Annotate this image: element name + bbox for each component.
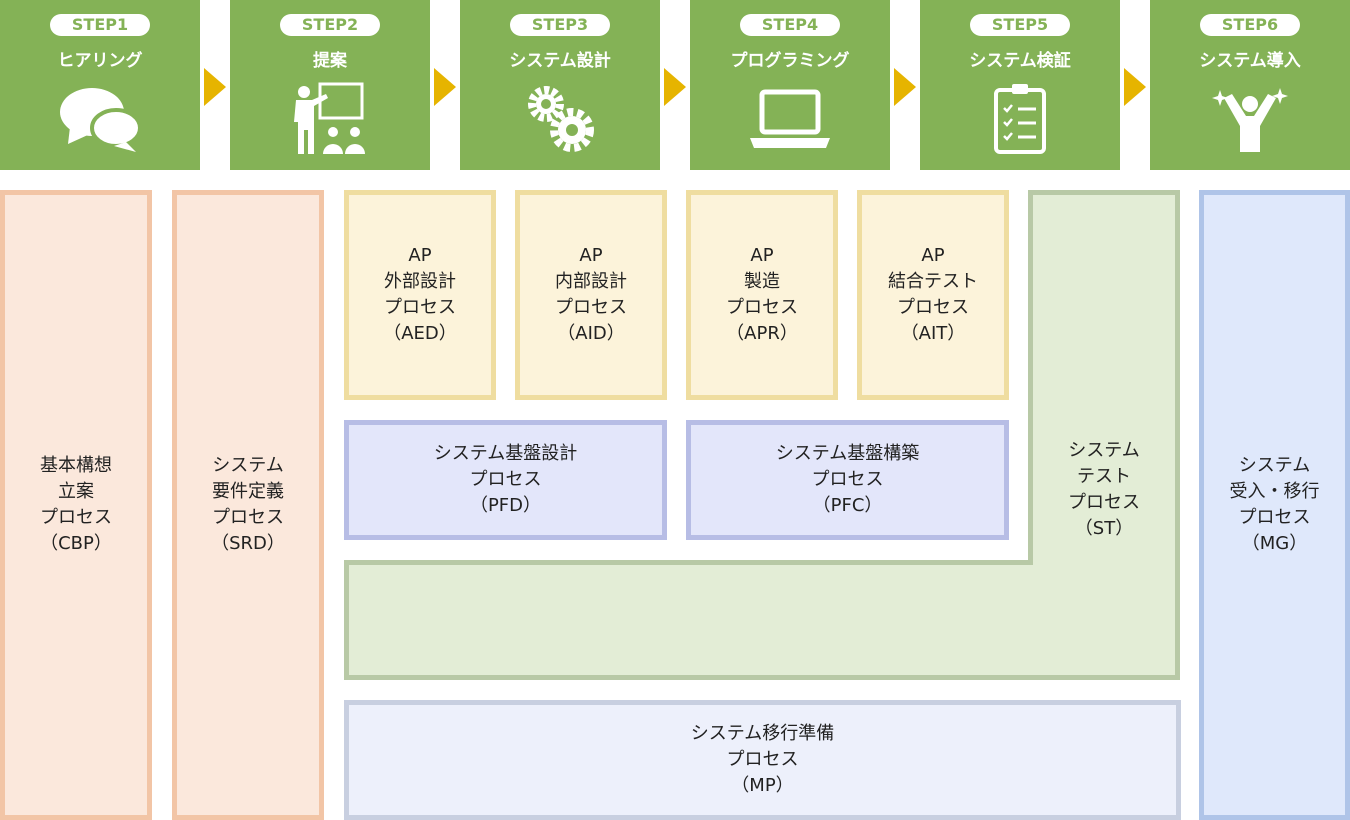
process-mp: システム移行準備 プロセス （MP） [344, 700, 1181, 820]
process-cbp: 基本構想 立案 プロセス （CBP） [0, 190, 152, 820]
step-badge: STEP3 [510, 14, 610, 36]
process-srd: システム 要件定義 プロセス （SRD） [172, 190, 324, 820]
step-6: STEP6 システム導入 [1150, 0, 1350, 170]
process-pfc: システム基盤構築 プロセス （PFC） [686, 420, 1009, 540]
step-title: 提案 [313, 51, 347, 71]
step-title: システム導入 [1199, 51, 1301, 71]
celebration-icon [1212, 88, 1288, 152]
process-st: システム テスト プロセス （ST） [1068, 440, 1140, 539]
process-aed: AP 外部設計 プロセス （AED） [344, 190, 496, 400]
gears-icon [528, 86, 594, 152]
step-2: STEP2 提案 [230, 0, 430, 170]
arrow-icon [664, 68, 686, 106]
presentation-icon [294, 82, 365, 154]
arrow-icon [1124, 68, 1146, 106]
step-badge: STEP2 [280, 14, 380, 36]
process-st-shape [344, 190, 1180, 680]
step-title: ヒアリング [57, 51, 143, 71]
arrow-icon [204, 68, 226, 106]
arrow-icon [434, 68, 456, 106]
checklist-icon [994, 84, 1046, 154]
step-badge: STEP4 [740, 14, 840, 36]
step-title: システム検証 [969, 51, 1071, 71]
step-badge: STEP6 [1200, 14, 1300, 36]
step-badge: STEP5 [970, 14, 1070, 36]
step-title: システム設計 [509, 51, 611, 71]
chat-bubbles-icon [60, 88, 140, 152]
step-badge: STEP1 [50, 14, 150, 36]
process-ait: AP 結合テスト プロセス （AIT） [857, 190, 1009, 400]
step-1: STEP1 ヒアリング [0, 0, 200, 170]
step-3: STEP3 システム設計 [460, 0, 660, 170]
laptop-icon [750, 89, 830, 148]
step-5: STEP5 システム検証 [920, 0, 1120, 170]
process-pfd: システム基盤設計 プロセス （PFD） [344, 420, 667, 540]
arrow-icon [894, 68, 916, 106]
process-aid: AP 内部設計 プロセス （AID） [515, 190, 667, 400]
process-mg: システム 受入・移行 プロセス （MG） [1199, 190, 1350, 820]
step-title: プログラミング [730, 51, 850, 71]
process-apr: AP 製造 プロセス （APR） [686, 190, 838, 400]
step-4: STEP4 プログラミング [690, 0, 890, 170]
